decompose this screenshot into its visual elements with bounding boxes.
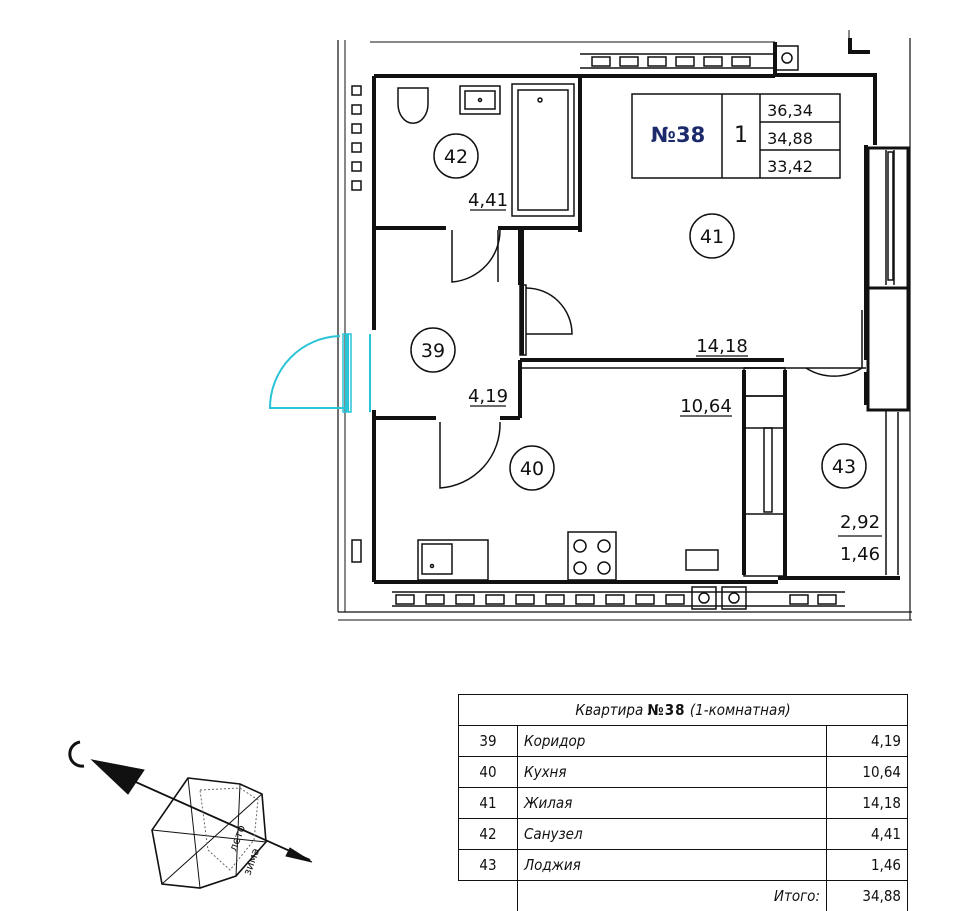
legend-room-area: 1,46 bbox=[827, 850, 908, 881]
room-39-area: 4,19 bbox=[468, 386, 508, 407]
table-row: 43 Лоджия 1,46 bbox=[459, 850, 908, 881]
legend-caption-row: Квартира №38 (1-комнатная) bbox=[459, 695, 908, 726]
legend-room-area: 10,64 bbox=[827, 757, 908, 788]
apartment-rooms-count: 1 bbox=[734, 123, 748, 148]
room-circles bbox=[411, 134, 866, 490]
legend-caption-suffix: (1-комнатная) bbox=[690, 701, 791, 719]
room-41-number: 41 bbox=[700, 226, 724, 248]
north-mark-icon bbox=[70, 742, 84, 766]
legend-room-area: 4,41 bbox=[827, 819, 908, 850]
legend-total-label: Итого: bbox=[518, 881, 827, 911]
walls bbox=[374, 38, 900, 582]
apartment-area-living: 34,88 bbox=[767, 129, 813, 148]
room-41-area: 14,18 bbox=[696, 336, 748, 357]
legend-room-name: Санузел bbox=[518, 819, 827, 850]
rooms-legend-table: Квартира №38 (1-комнатная) 39 Коридор 4,… bbox=[458, 694, 908, 911]
entrance-door bbox=[270, 334, 370, 412]
legend-room-name: Кухня bbox=[518, 757, 827, 788]
table-row: 39 Коридор 4,19 bbox=[459, 726, 908, 757]
left-vent-column bbox=[352, 86, 361, 562]
room-40-number: 40 bbox=[520, 458, 544, 480]
apartment-area-reduced: 33,42 bbox=[767, 157, 813, 176]
room-42-number: 42 bbox=[444, 146, 468, 168]
table-row: 41 Жилая 14,18 bbox=[459, 788, 908, 819]
room-43-area-total: 2,92 bbox=[840, 512, 880, 533]
legend-total-value: 34,88 bbox=[827, 881, 908, 911]
room-39-number: 39 bbox=[421, 340, 445, 362]
kitchen-fixtures bbox=[418, 532, 718, 580]
table-row: 42 Санузел 4,41 bbox=[459, 819, 908, 850]
floor-plan: №38 1 36,34 34,88 33,42 42 4,41 41 14,18… bbox=[0, 0, 960, 690]
room-43-number: 43 bbox=[832, 456, 856, 478]
legend-room-name: Коридор bbox=[518, 726, 827, 757]
legend-room-number: 39 bbox=[459, 726, 518, 757]
legend-caption-number: №38 bbox=[648, 701, 686, 719]
legend-room-area: 14,18 bbox=[827, 788, 908, 819]
legend-caption-prefix: Квартира bbox=[575, 701, 643, 719]
apartment-area-total: 36,34 bbox=[767, 101, 813, 120]
wind-rose: лето зима bbox=[40, 730, 330, 900]
top-vent-strip bbox=[580, 46, 798, 70]
legend-room-name: Жилая bbox=[518, 788, 827, 819]
room-40-area: 10,64 bbox=[680, 396, 732, 417]
legend-room-number: 43 bbox=[459, 850, 518, 881]
legend-room-name: Лоджия bbox=[518, 850, 827, 881]
winter-label: зима bbox=[241, 846, 263, 877]
legend-room-number: 42 bbox=[459, 819, 518, 850]
legend-room-area: 4,19 bbox=[827, 726, 908, 757]
room-43-area-reduced: 1,46 bbox=[840, 544, 880, 565]
legend-total-row: Итого: 34,88 bbox=[459, 881, 908, 911]
bottom-vent-strip bbox=[392, 587, 845, 609]
legend-room-number: 41 bbox=[459, 788, 518, 819]
apartment-label: №38 bbox=[651, 123, 706, 147]
summer-label: лето bbox=[227, 823, 249, 853]
table-row: 40 Кухня 10,64 bbox=[459, 757, 908, 788]
room-42-area: 4,41 bbox=[468, 190, 508, 211]
legend-room-number: 40 bbox=[459, 757, 518, 788]
